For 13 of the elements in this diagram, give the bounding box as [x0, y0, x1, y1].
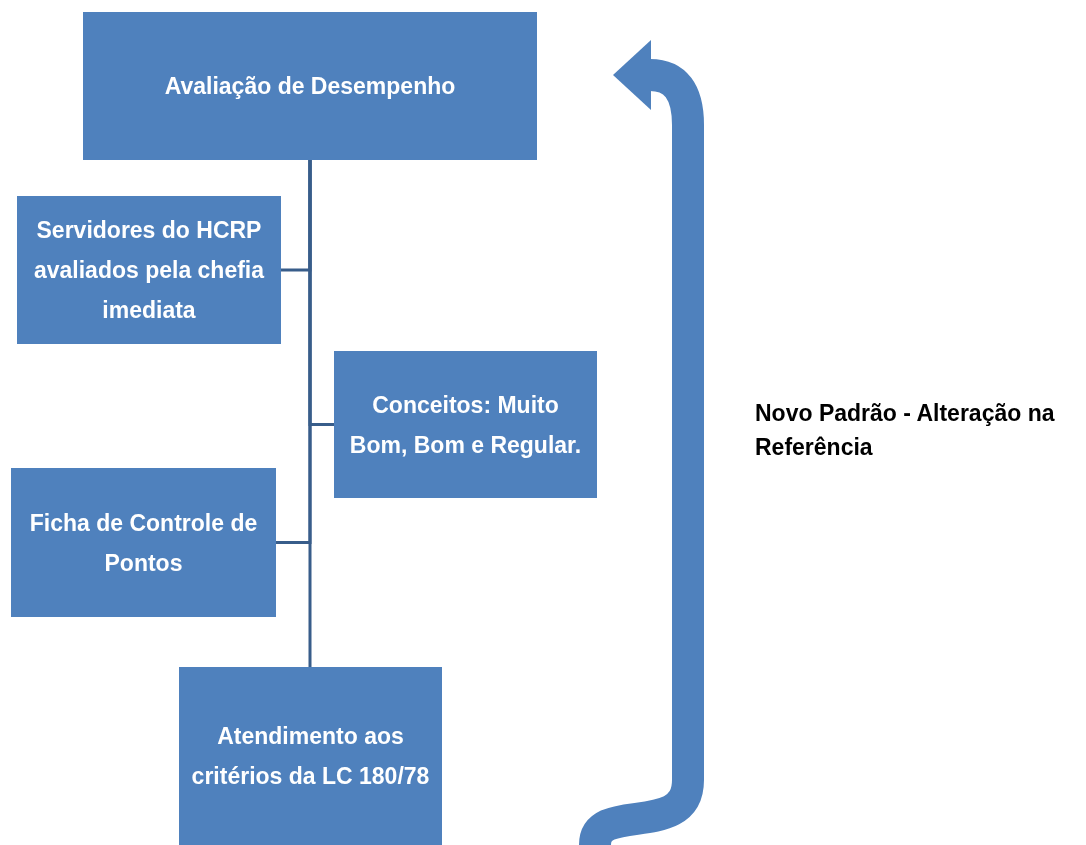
box-text: Avaliação de Desempenho [164, 72, 456, 101]
process-box [179, 667, 442, 845]
box-text: Conceitos: Muito Bom, Bom e Regular. [348, 390, 583, 460]
box-text: Servidores do HCRP avaliados pela chefia imediata [32, 216, 266, 325]
process-box [83, 12, 537, 160]
process-box [17, 196, 281, 344]
curved-arrow [579, 40, 704, 845]
arrow-label: Novo Padrão - Alteração na Referência [755, 399, 1056, 462]
box-text: Atendimento aos critérios da LC 180/78 [190, 722, 431, 791]
connector-line [308, 160, 312, 667]
box-text: Ficha de Controle de Pontos [28, 508, 259, 578]
process-box [11, 468, 276, 617]
process-box [334, 351, 597, 498]
